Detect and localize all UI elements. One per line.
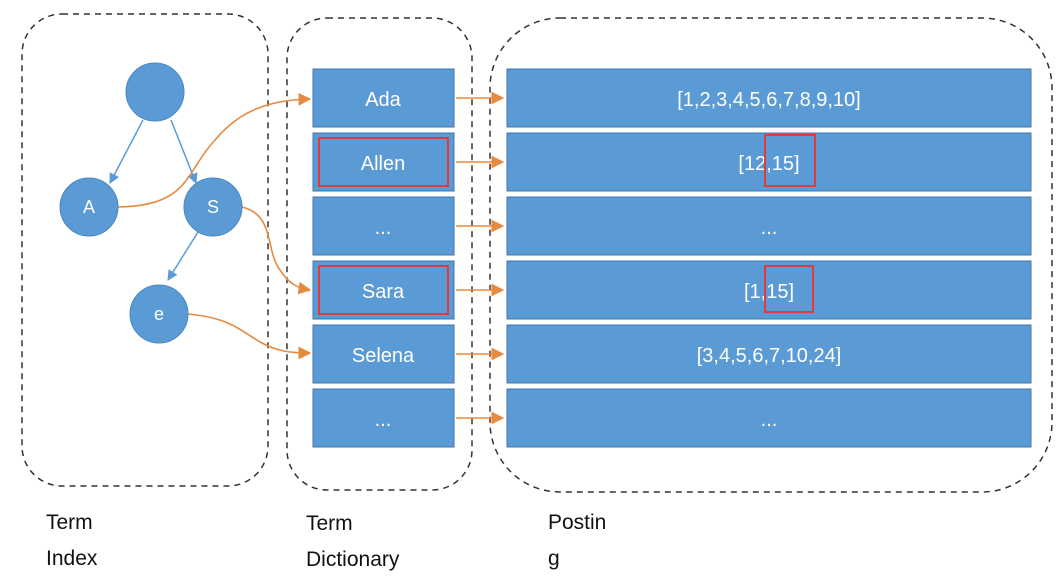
- term-dictionary-column: Ada Allen ... Sara Selena ...: [312, 68, 455, 448]
- tree-edge-root-a: [109, 119, 144, 184]
- tree-node-a: [59, 177, 119, 237]
- caption-term-dictionary-line1: Term: [306, 512, 353, 535]
- dictionary-to-posting-arrows: [456, 91, 505, 425]
- connector-s-to-sara: [241, 206, 312, 295]
- dictionary-cell: [312, 196, 455, 256]
- posting-list-ellipsis: ...: [761, 217, 778, 239]
- tree-node-s-label: S: [207, 197, 219, 217]
- tree-node-e-label: e: [154, 304, 164, 324]
- dictionary-cell: [312, 260, 455, 320]
- caption-posting-line1: Postin: [548, 511, 607, 534]
- dictionary-cell: [312, 388, 455, 448]
- posting-list-sara: [1,15]: [744, 281, 794, 303]
- caption-term-index-line1: Term: [46, 511, 93, 534]
- dictionary-term-sara: Sara: [362, 281, 405, 303]
- highlight-allen: [318, 137, 449, 187]
- dictionary-term-allen: Allen: [361, 153, 405, 175]
- posting-cell: [506, 260, 1032, 320]
- dictionary-cell: [312, 132, 455, 192]
- highlight-posting-15-sara: [764, 265, 814, 313]
- tree-node-s: [183, 177, 243, 237]
- caption-term-dictionary-line2: Dictionary: [306, 548, 400, 571]
- connector-a-to-ada: [117, 92, 312, 208]
- dictionary-cell: [312, 324, 455, 384]
- dictionary-term-selena: Selena: [352, 345, 415, 367]
- posting-list-ada: [1,2,3,4,5,6,7,8,9,10]: [677, 89, 860, 111]
- posting-cell: [506, 196, 1032, 256]
- posting-cell: [506, 68, 1032, 128]
- caption-posting-line2: g: [548, 547, 560, 570]
- posting-container: [489, 17, 1053, 493]
- dictionary-cell: [312, 68, 455, 128]
- caption-term-index-line2: Index: [46, 547, 98, 570]
- posting-column: [1,2,3,4,5,6,7,8,9,10] [12,15] ... [1,15…: [506, 68, 1032, 448]
- posting-cell: [506, 132, 1032, 192]
- tree-node-a-label: A: [83, 197, 95, 217]
- tree-node-e: [129, 284, 189, 344]
- caption-posting: Postin g: [548, 505, 606, 577]
- connector-e-to-selena: [187, 313, 312, 360]
- highlight-sara: [318, 265, 449, 315]
- dictionary-term-ada: Ada: [365, 89, 401, 111]
- caption-term-dictionary: Term Dictionary: [306, 506, 399, 578]
- tree-root-node: [125, 62, 185, 122]
- posting-cell: [506, 324, 1032, 384]
- term-dictionary-container: [286, 17, 473, 491]
- term-index-container: [21, 13, 269, 487]
- dictionary-term-ellipsis: ...: [375, 409, 392, 431]
- highlight-posting-15-allen: [764, 134, 816, 187]
- tree-edge-root-s: [170, 119, 198, 184]
- tree-edge-s-e: [167, 231, 199, 281]
- posting-list-selena: [3,4,5,6,7,10,24]: [697, 345, 842, 367]
- caption-term-index: Term Index: [46, 505, 97, 577]
- posting-list-ellipsis: ...: [761, 409, 778, 431]
- dictionary-term-ellipsis: ...: [375, 217, 392, 239]
- posting-list-allen: [12,15]: [738, 153, 799, 175]
- posting-cell: [506, 388, 1032, 448]
